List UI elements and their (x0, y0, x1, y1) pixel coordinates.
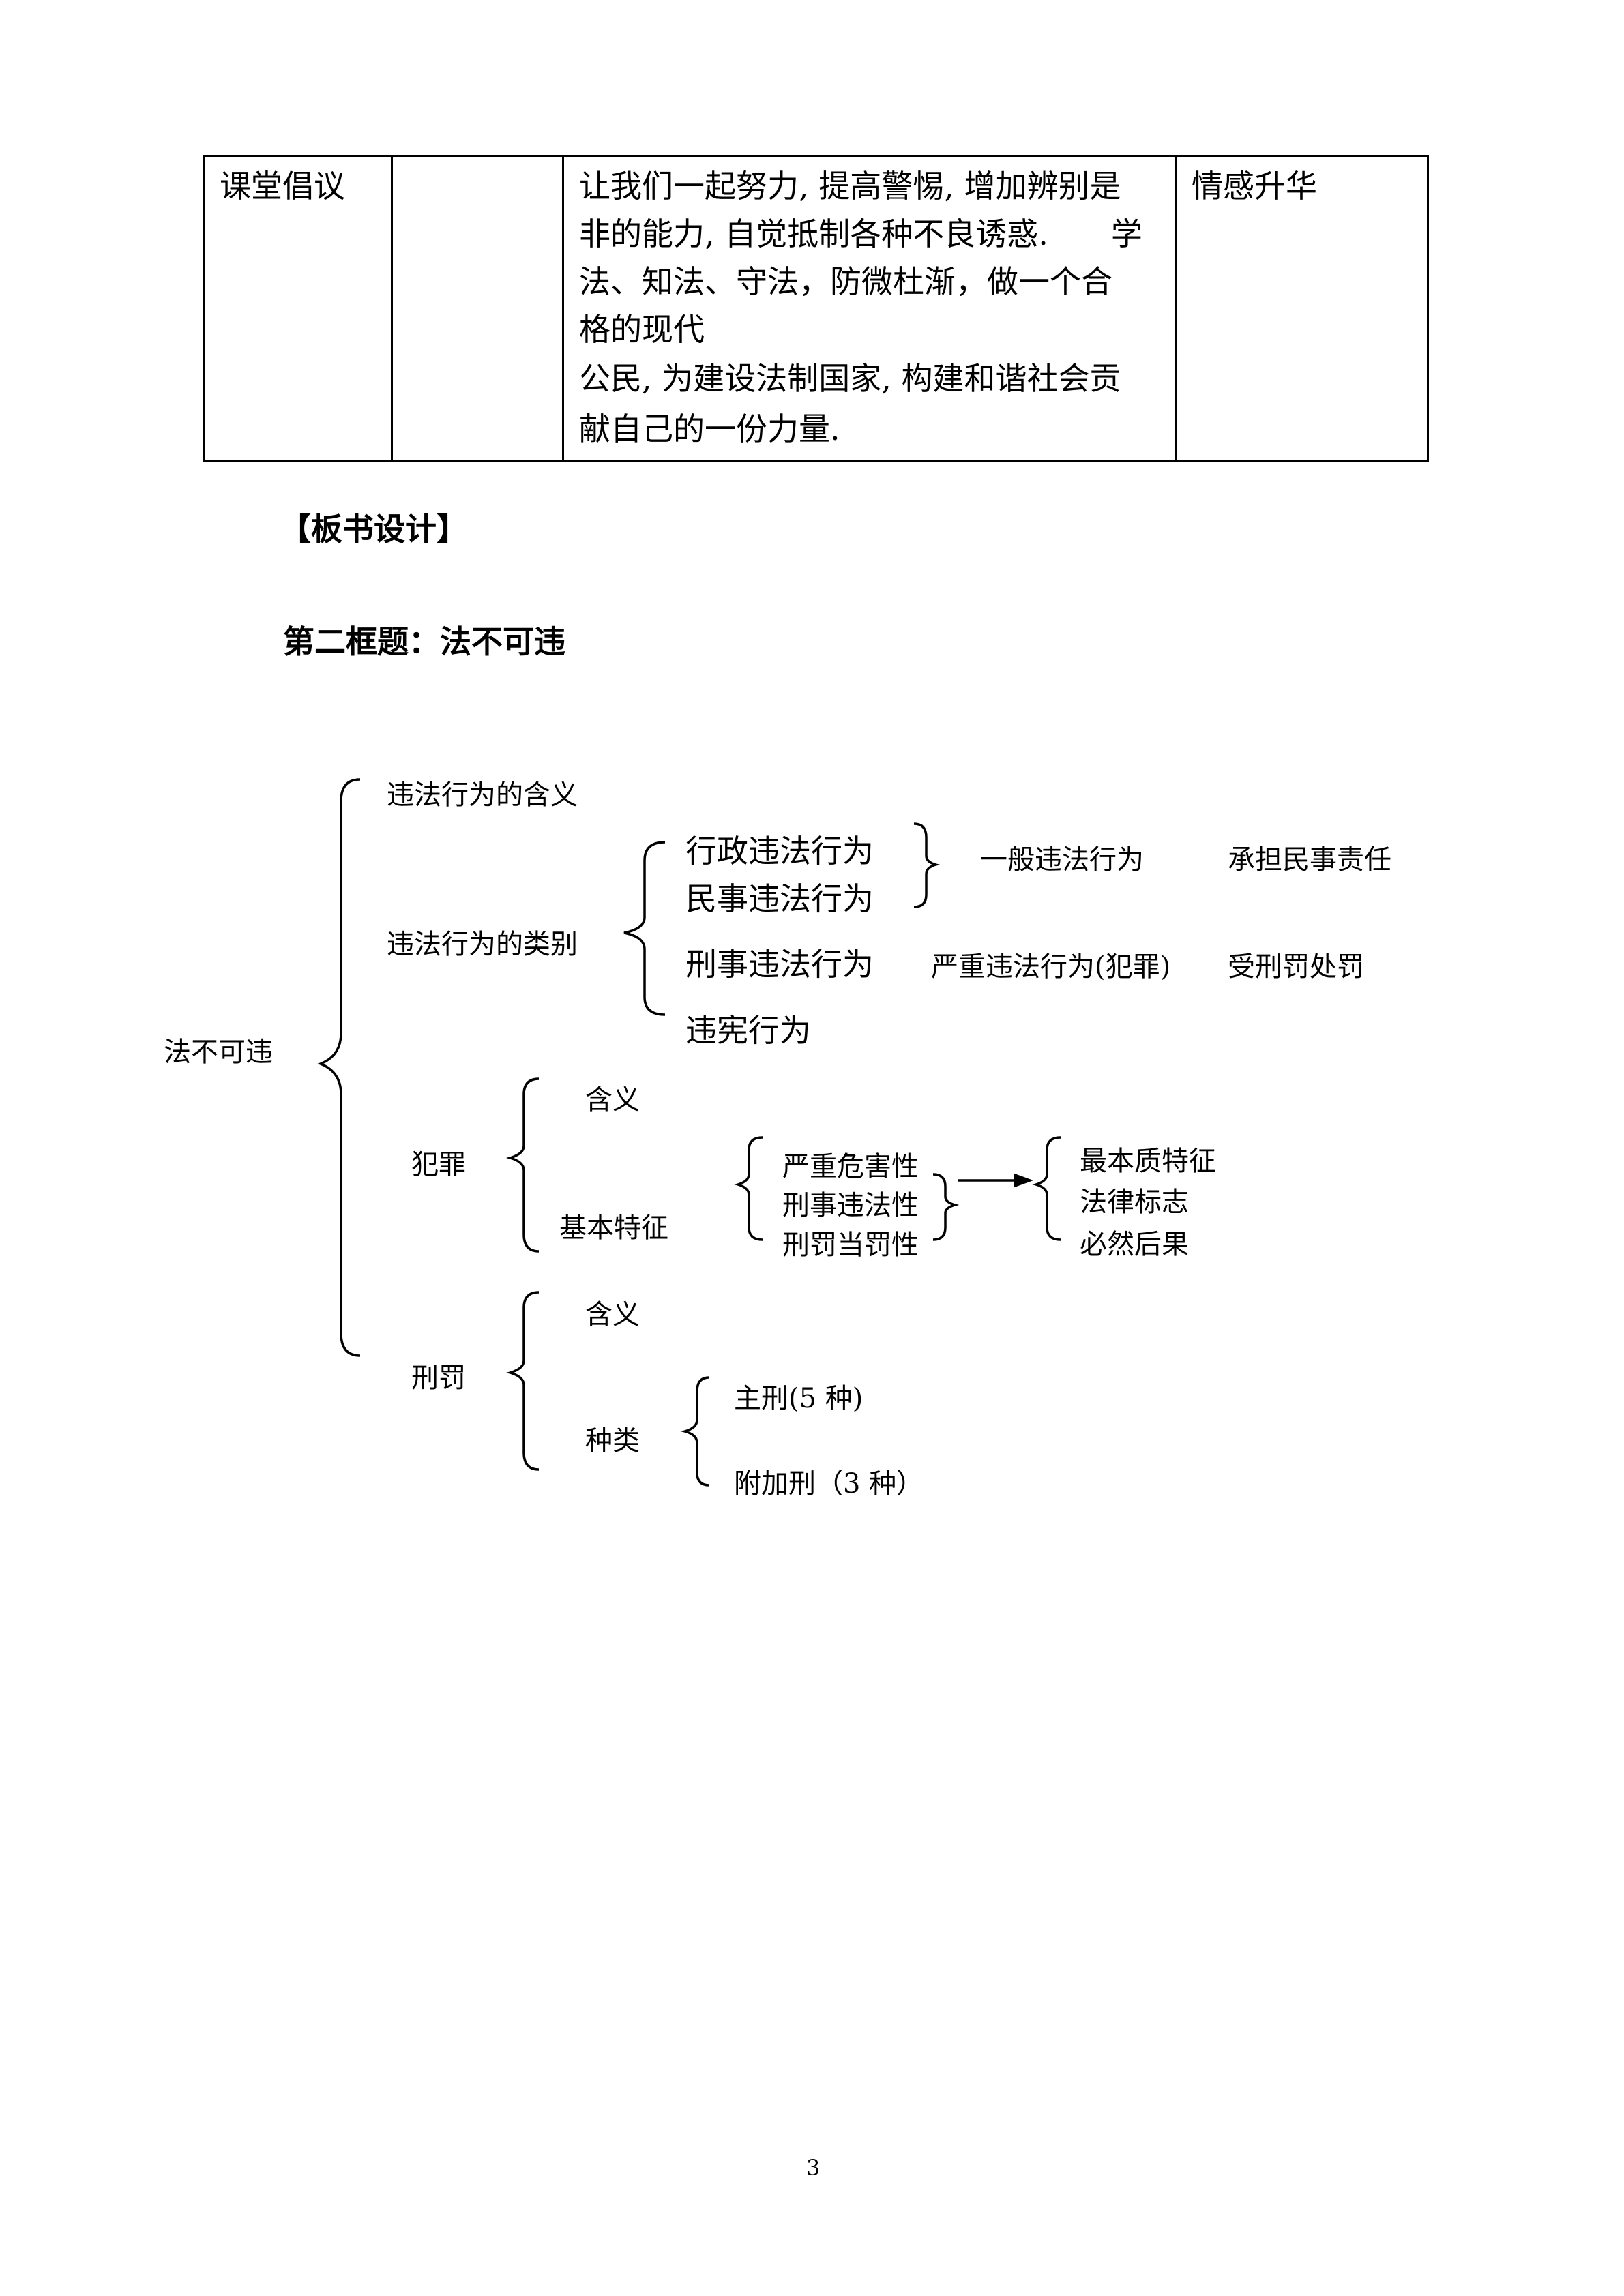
content-line: 格的现代 (579, 311, 705, 348)
feature-2: 刑事违法性 (782, 1190, 919, 1221)
node-const: 违宪行为 (685, 1012, 811, 1049)
cell-purpose: 情感升华 (1175, 155, 1429, 462)
kinds-brace (680, 1376, 710, 1487)
result-2: 法律标志 (1080, 1187, 1189, 1218)
table-row: 课堂倡议 让我们一起努力, 提高警惕, 增加辨别是 非的能力, 自觉抵制各种不良… (203, 155, 1429, 462)
content-line: 法、知法、守法，防微杜渐，做一个合 (579, 263, 1112, 300)
purpose-label: 情感升华 (1192, 168, 1317, 205)
node-extra: 附加刑（3 种） (734, 1468, 924, 1500)
punish-brace (505, 1291, 540, 1471)
node-main: 主刑(5 种) (734, 1383, 863, 1414)
content-line: 非的能力, 自觉抵制各种不良诱惑. 学 (579, 215, 1142, 252)
features-arrow-head (1014, 1173, 1034, 1188)
node-punish-kinds: 种类 (585, 1425, 640, 1457)
node-admin: 行政违法行为 (685, 833, 874, 869)
cell-stage: 课堂倡议 (203, 155, 393, 462)
node-civil: 民事违法行为 (685, 880, 874, 917)
results-brace (1032, 1136, 1061, 1241)
content-line: 让我们一起努力, 提高警惕, 增加辨别是 (579, 168, 1121, 205)
node-crime-meaning: 含义 (585, 1084, 640, 1116)
node-serious: 严重违法行为(犯罪) (931, 951, 1171, 983)
feature-3: 刑罚当罚性 (782, 1229, 919, 1261)
node-general: 一般违法行为 (980, 844, 1144, 876)
node-civil-resp: 承担民事责任 (1228, 844, 1391, 876)
node-criminal: 刑事违法行为 (685, 946, 874, 983)
cell-content: 让我们一起努力, 提高警惕, 增加辨别是 非的能力, 自觉抵制各种不良诱惑. 学… (562, 155, 1177, 462)
result-1: 最本质特征 (1080, 1146, 1216, 1177)
cell-empty (391, 155, 564, 462)
board-heading: 【板书设计】 (280, 511, 468, 548)
features-brace (734, 1136, 763, 1241)
node-crime: 犯罪 (411, 1149, 466, 1180)
page-number: 3 (806, 2155, 821, 2181)
root-brace (317, 778, 361, 1357)
node-crime-features: 基本特征 (559, 1212, 668, 1244)
result-3: 必然后果 (1080, 1229, 1189, 1260)
node-punish-meaning: 含义 (585, 1299, 640, 1330)
content-line: 献自己的一份力量. (579, 411, 840, 447)
node-penalty-resp: 受刑罚处罚 (1228, 951, 1364, 983)
crime-brace (505, 1077, 540, 1253)
root-node: 法不可违 (164, 1037, 273, 1068)
types-brace (623, 841, 666, 1016)
admin-civil-brace (913, 822, 941, 908)
feature-1: 严重危害性 (782, 1151, 919, 1182)
content-line: 公民, 为建设法制国家, 构建和谐社会贡 (579, 360, 1121, 397)
lesson-plan-table: 课堂倡议 让我们一起努力, 提高警惕, 增加辨别是 非的能力, 自觉抵制各种不良… (203, 155, 1429, 462)
features-close-brace (932, 1173, 960, 1241)
node-punish: 刑罚 (411, 1362, 466, 1394)
node-types: 违法行为的类别 (387, 929, 578, 960)
node-meaning: 违法行为的含义 (387, 779, 578, 811)
stage-label: 课堂倡议 (220, 168, 345, 205)
section-title: 第二框题：法不可违 (283, 623, 565, 660)
